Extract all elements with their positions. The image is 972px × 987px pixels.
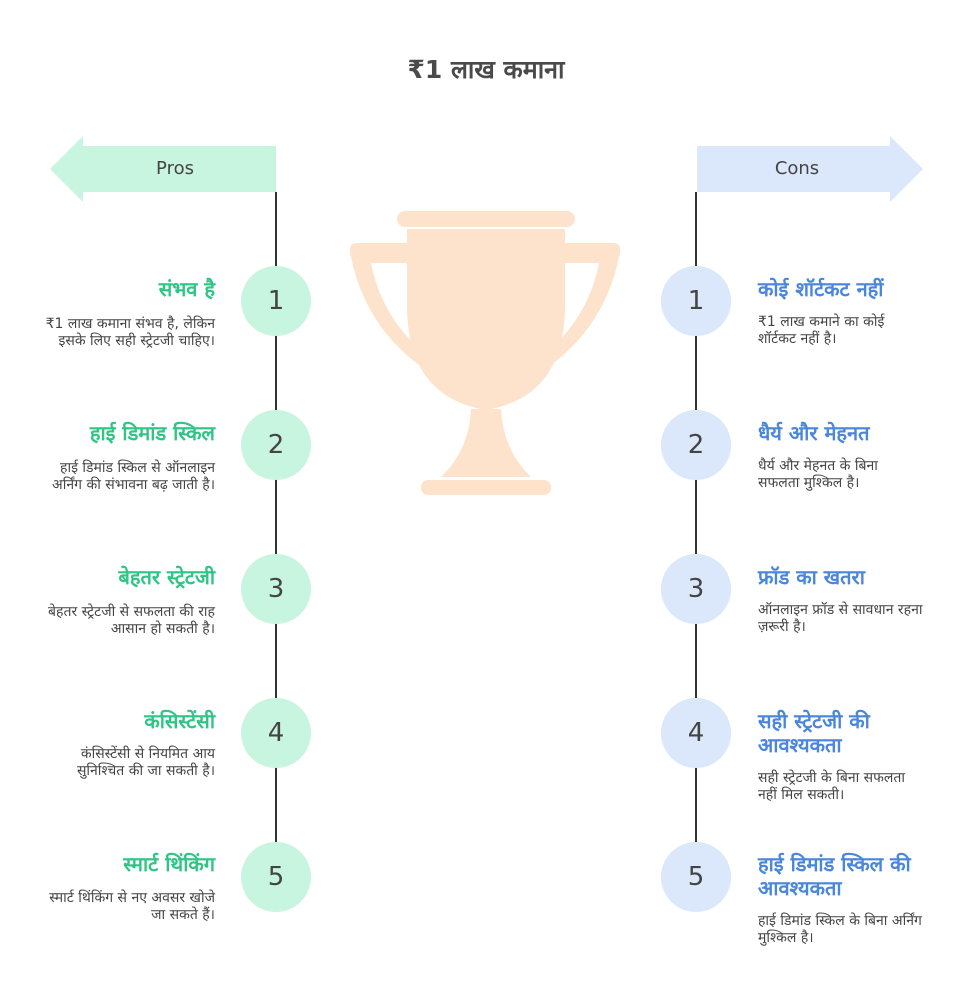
pros-label: Pros <box>156 158 194 179</box>
pro-heading: बेहतर स्ट्रेटजी <box>118 565 215 589</box>
con-heading: सही स्ट्रेटजी की आवश्यकता <box>758 709 870 757</box>
con-number-badge: 3 <box>661 554 731 624</box>
con-heading: फ्रॉड का खतरा <box>758 565 865 589</box>
pro-number-badge: 5 <box>241 842 311 912</box>
con-number-badge: 2 <box>661 410 731 480</box>
pros-timeline-line <box>275 192 277 842</box>
con-description: ₹1 लाख कमाने का कोई शॉर्टकट नहीं है। <box>758 314 885 347</box>
pro-heading: स्मार्ट थिंकिंग <box>123 852 215 876</box>
con-heading: हाई डिमांड स्किल की आवश्यकता <box>758 852 911 900</box>
pro-description: ₹1 लाख कमाना संभव है, लेकिन इसके लिए सही… <box>45 316 215 349</box>
pro-description: हाई डिमांड स्किल से ऑनलाइन अर्निंग की सं… <box>52 460 215 493</box>
con-heading: धैर्य और मेहनत <box>758 421 870 445</box>
pro-number-badge: 1 <box>241 266 311 336</box>
page-title: ₹1 लाख कमाना <box>407 55 565 84</box>
pro-number-badge: 2 <box>241 410 311 480</box>
pro-description: स्मार्ट थिंकिंग से नए अवसर खोजे जा सकते … <box>49 890 215 923</box>
pro-description: बेहतर स्ट्रेटजी से सफलता की राह आसान हो … <box>48 604 215 637</box>
cons-timeline-line <box>695 192 697 842</box>
con-description: हाई डिमांड स्किल के बिना अर्निंग मुश्किल… <box>758 913 922 946</box>
con-description: सही स्ट्रेटजी के बिना सफलता नहीं मिल सकत… <box>758 770 906 803</box>
arrow-right-icon <box>697 136 923 202</box>
pro-number-badge: 3 <box>241 554 311 624</box>
pro-number-badge: 4 <box>241 698 311 768</box>
con-description: ऑनलाइन फ्रॉड से सावधान रहना ज़रूरी है। <box>758 602 923 635</box>
pro-heading: संभव है <box>158 277 215 301</box>
pro-heading: हाई डिमांड स्किल <box>89 421 215 445</box>
con-heading: कोई शॉर्टकट नहीं <box>758 277 884 301</box>
arrow-left-icon <box>50 136 276 202</box>
pro-description: कंसिस्टेंसी से नियमित आय सुनिश्चित की जा… <box>76 746 215 779</box>
con-description: धैर्य और मेहनत के बिना सफलता मुश्किल है। <box>758 458 878 491</box>
cons-label: Cons <box>774 158 820 179</box>
con-number-badge: 5 <box>661 842 731 912</box>
con-number-badge: 4 <box>661 698 731 768</box>
trophy-icon <box>349 211 621 495</box>
con-number-badge: 1 <box>661 266 731 336</box>
pro-heading: कंसिस्टेंसी <box>144 709 215 733</box>
